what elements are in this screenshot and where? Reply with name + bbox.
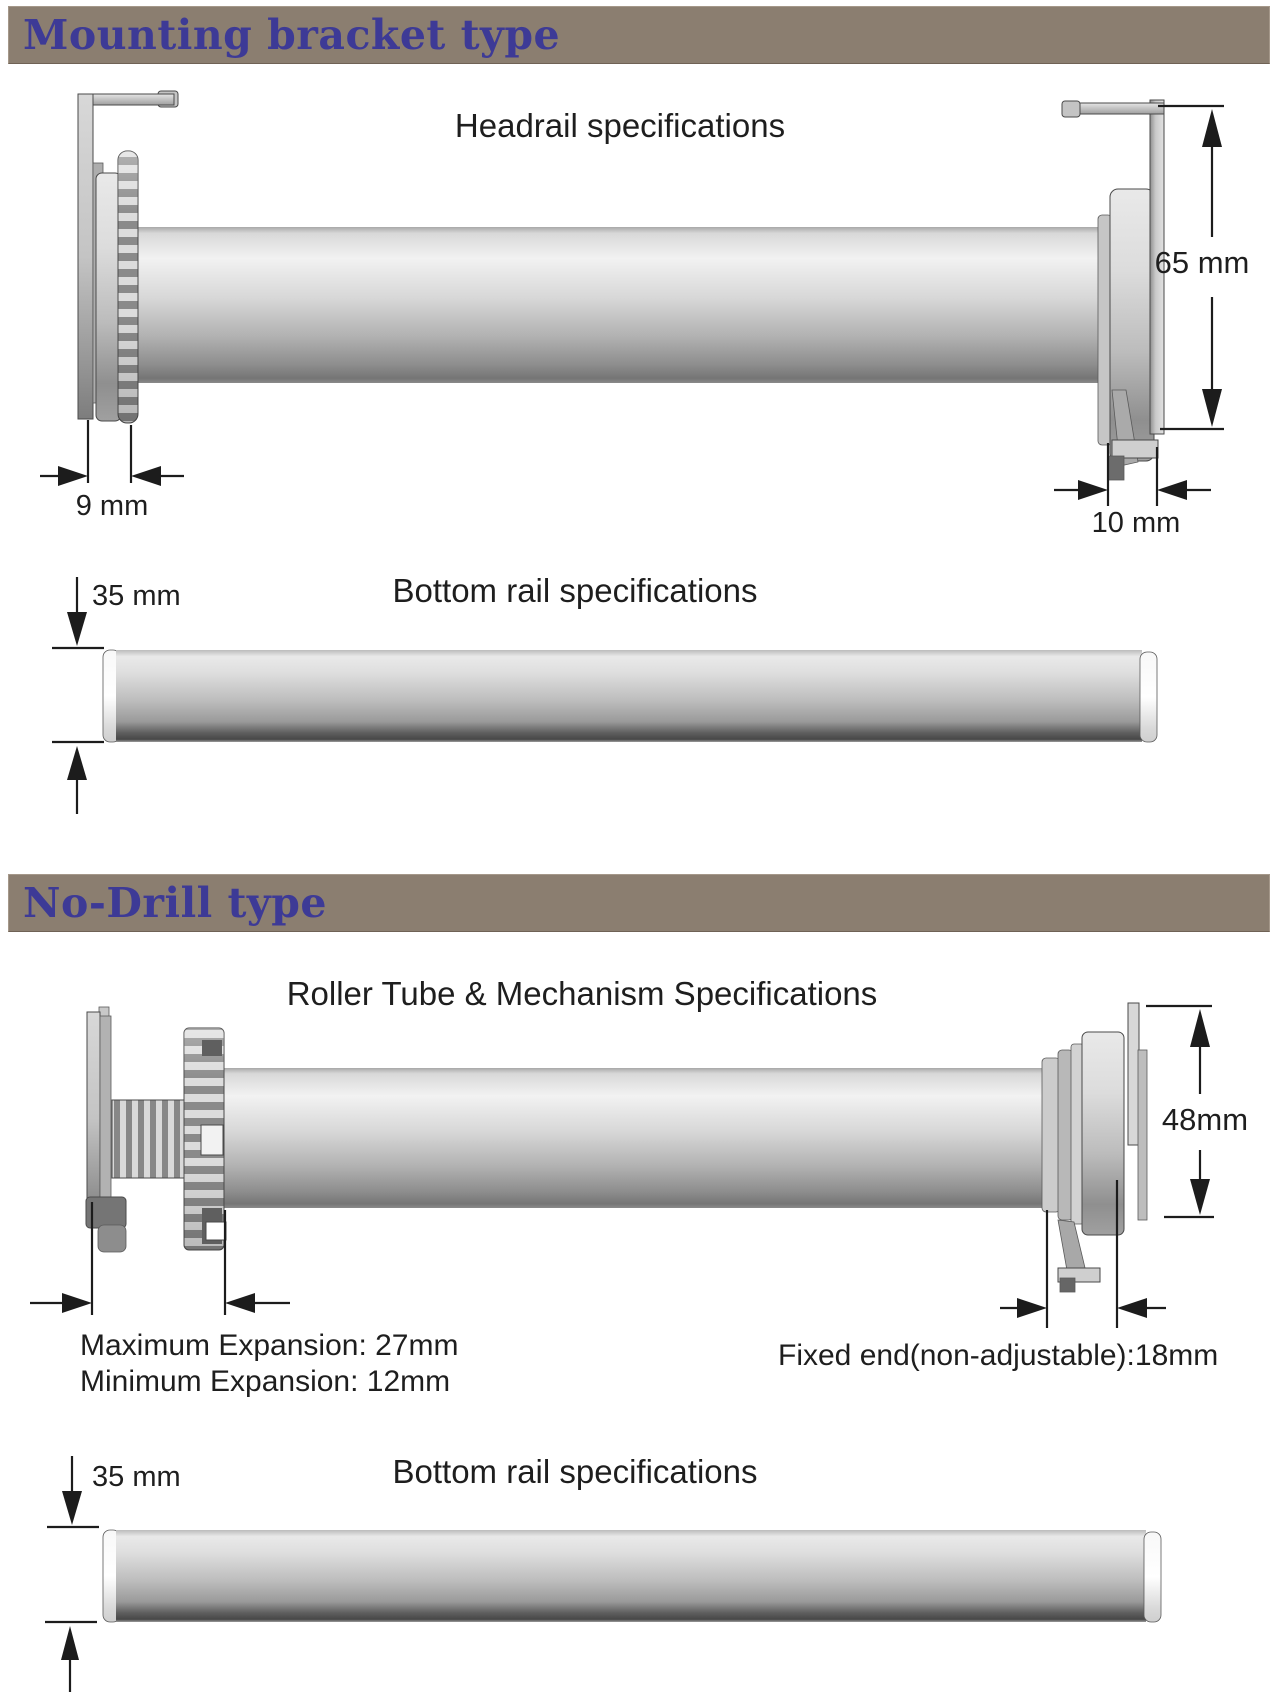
dim-expansion (30, 1202, 290, 1315)
dim-fixed-end-label: Fixed end(non-adjustable):18mm (778, 1339, 1218, 1372)
adjustment-screw-thread (111, 1099, 189, 1179)
dim-min-expansion-label: Minimum Expansion: 12mm (80, 1365, 450, 1398)
dim-max-expansion-label: Maximum Expansion: 27mm (80, 1329, 458, 1362)
bottom-rail-tube-2 (102, 1529, 1162, 1623)
bottom-rail-tube-1 (102, 649, 1158, 743)
headrail-left-bracket-assembly (77, 90, 179, 424)
dim-10mm (1054, 443, 1211, 506)
roller-tube-mechanism-diagram: Roller Tube & Mechanism Specifications (30, 975, 1248, 1398)
dim-65mm-label: 65 mm (1155, 245, 1250, 280)
section-header-no-drill-type: No-Drill type (8, 874, 1270, 932)
headrail-title: Headrail specifications (455, 107, 785, 144)
nodrill-roller-tube (222, 1068, 1044, 1208)
dim-fixed-end (1000, 1180, 1166, 1328)
dim-35mm-2 (45, 1456, 99, 1692)
headrail-specifications-diagram: Headrail specifications (40, 90, 1250, 539)
headrail-roller-tube (115, 227, 1110, 383)
bottom-rail-title-1: Bottom rail specifications (393, 572, 758, 609)
section-header-mounting-bracket-type: Mounting bracket type (8, 6, 1270, 64)
dim-10mm-label: 10 mm (1092, 507, 1181, 539)
bottom-rail-diagram-2: Bottom rail specifications 35 mm (45, 1453, 1162, 1692)
dim-65mm (1158, 104, 1224, 431)
bottom-rail-title-2: Bottom rail specifications (393, 1453, 758, 1490)
dim-9mm (40, 420, 184, 486)
roller-tube-title: Roller Tube & Mechanism Specifications (287, 975, 878, 1012)
dim-35mm-label-1: 35 mm (92, 580, 181, 612)
bottom-rail-diagram-1: Bottom rail specifications 35 mm (52, 572, 1158, 814)
dim-48mm (1146, 1004, 1214, 1219)
nodrill-left-mechanism (85, 1006, 227, 1253)
dim-48mm-label: 48mm (1162, 1102, 1248, 1137)
dim-35mm-1 (52, 577, 104, 814)
headrail-right-bracket-assembly (1061, 99, 1165, 481)
nodrill-fixed-end-assembly (1041, 1002, 1148, 1293)
dim-35mm-label-2: 35 mm (92, 1461, 181, 1493)
dim-9mm-label: 9 mm (76, 490, 149, 522)
